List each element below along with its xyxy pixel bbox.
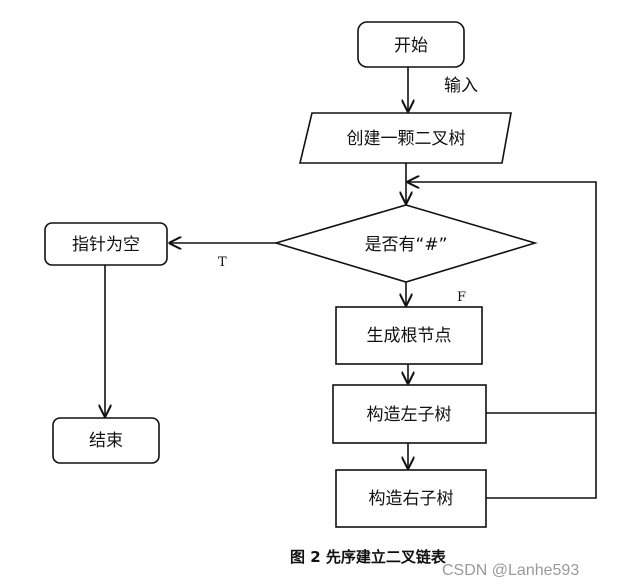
create-tree-label: 创建一颗二叉树: [347, 129, 466, 149]
create-tree-node: [298, 112, 512, 164]
null-pointer-label: 指针为空: [72, 235, 140, 255]
build-left-label: 构造左子树: [367, 405, 452, 425]
gen-root-label: 生成根节点: [367, 326, 452, 346]
edge-loop-right: [408, 182, 597, 499]
null-pointer-node: [44, 222, 168, 266]
true-edge-label: T: [218, 255, 227, 270]
csdn-watermark: CSDN @Lanhe593: [442, 562, 579, 579]
decision-label: 是否有“#”: [365, 235, 448, 255]
end-node-label: 结束: [89, 431, 123, 451]
figure-caption: 图 2 先序建立二叉链表: [290, 548, 447, 566]
decision-node: [273, 204, 538, 283]
input-edge-label: 输入: [444, 76, 478, 96]
build-right-node: [335, 469, 487, 528]
end-node: [52, 417, 160, 464]
build-left-node: [332, 384, 487, 444]
gen-root-node: [335, 306, 483, 365]
build-right-label: 构造右子树: [369, 489, 454, 509]
false-edge-label: F: [457, 290, 466, 305]
start-node: [357, 21, 465, 68]
start-node-label: 开始: [394, 36, 428, 56]
